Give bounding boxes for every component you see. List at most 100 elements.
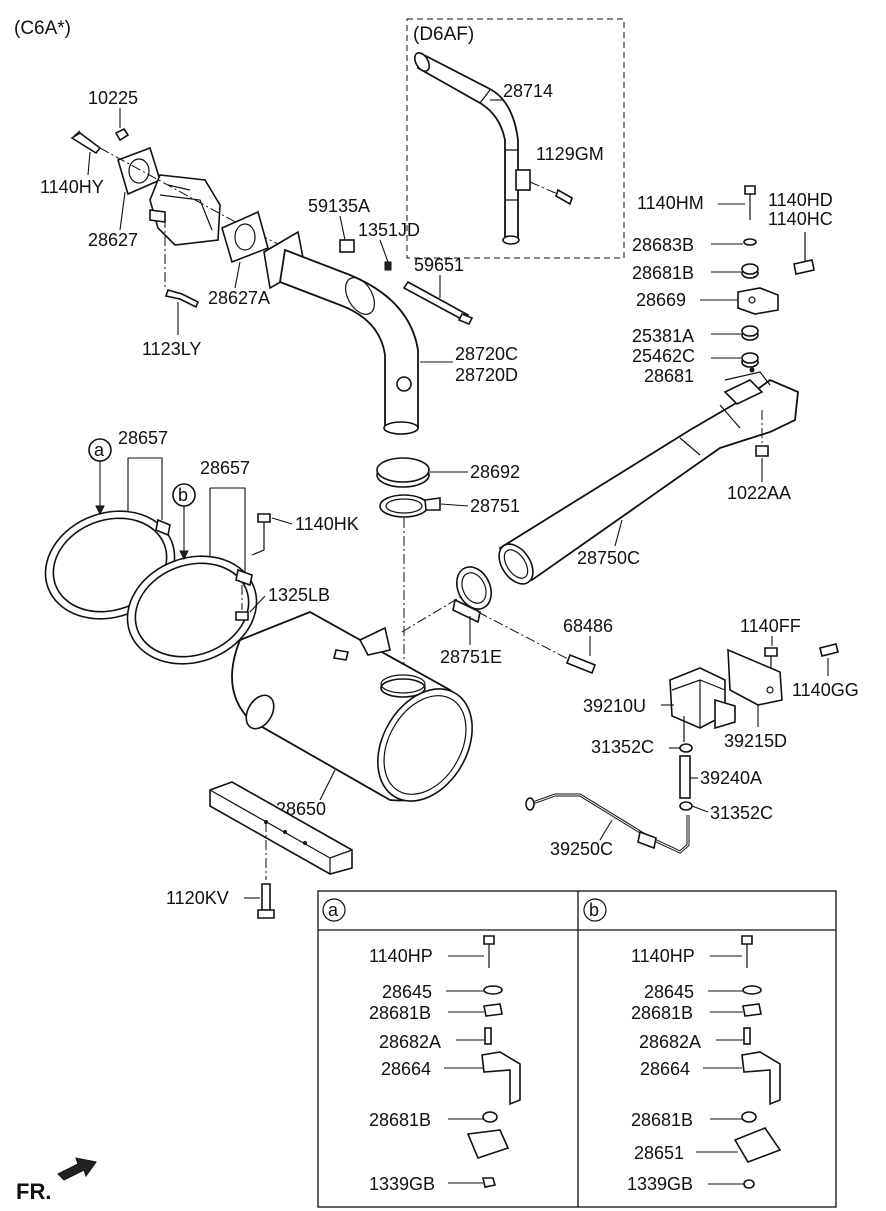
tail-pipe-28750C-drawing	[498, 367, 799, 585]
label-68486: 68486	[563, 616, 613, 636]
gasket-28627A-drawing	[221, 210, 269, 264]
label-25462C: 25462C	[632, 346, 695, 366]
detail-b-label-6: 28681B	[631, 1110, 693, 1130]
detail-b-label-1: 1140HP	[631, 946, 695, 966]
leader-28627	[119, 191, 126, 231]
leader-28657-b	[209, 487, 246, 575]
label-28751: 28751	[470, 496, 520, 516]
label-1123LY: 1123LY	[142, 339, 201, 359]
tube-39250C-drawing	[525, 793, 690, 854]
muffler-28650-drawing	[231, 611, 473, 802]
label-31352C-lower: 31352C	[710, 803, 773, 823]
bolt-1129GM-drawing	[529, 181, 573, 206]
callout-a: a	[88, 438, 112, 516]
label-1129GM: 1129GM	[536, 144, 604, 164]
detail-b-header: b	[589, 900, 599, 920]
label-28751E: 28751E	[440, 647, 502, 667]
bushing-28681B-drawing	[741, 263, 759, 279]
washer-28683B-drawing	[743, 238, 757, 246]
leader-28751	[440, 503, 469, 507]
centerline-tail-clamp	[401, 595, 463, 633]
label-1325LB: 1325LB	[268, 585, 330, 605]
bracket-28669-drawing	[737, 287, 779, 315]
label-28720D: 28720D	[455, 365, 518, 385]
detail-a-label-3: 28681B	[369, 1003, 431, 1023]
label-1120KV: 1120KV	[166, 888, 229, 908]
label-39240A: 39240A	[700, 768, 762, 788]
label-28714: 28714	[503, 81, 553, 101]
label-1140GG: 1140GG	[792, 680, 859, 700]
strap-b-drawing	[126, 555, 258, 665]
label-1140FF: 1140FF	[740, 616, 801, 636]
label-1022AA: 1022AA	[727, 483, 791, 503]
leader-1140HY	[87, 151, 91, 176]
nut-1022AA-drawing	[755, 410, 769, 457]
label-39215D: 39215D	[724, 731, 787, 751]
leader-28650	[319, 769, 336, 801]
gasket-28692-drawing	[376, 457, 430, 488]
label-28657-b: 28657	[200, 458, 250, 478]
detail-b-label-4: 28682A	[639, 1032, 701, 1052]
clamp-28751E-drawing	[452, 566, 493, 624]
gasket-28627-drawing	[117, 146, 161, 196]
bolt-59651-drawing	[402, 280, 474, 326]
detail-a-label-2: 28645	[382, 982, 432, 1002]
variant-label-c6a: (C6A*)	[14, 18, 71, 39]
leader-1325LB	[249, 595, 266, 613]
bushing-25462C-drawing	[741, 352, 759, 368]
bolt-1140HY-drawing	[70, 130, 102, 155]
label-1140HY: 1140HY	[40, 177, 104, 197]
leader-1140HK	[271, 517, 293, 525]
detail-b-label-8: 1339GB	[627, 1174, 693, 1194]
leader-28627A	[234, 261, 241, 289]
label-1140HD: 1140HD	[768, 190, 833, 210]
label-28627A: 28627A	[208, 288, 270, 308]
detail-b-label-7: 28651	[634, 1143, 684, 1163]
bolt-1140HM-drawing	[744, 185, 756, 220]
detail-b-label-2: 28645	[644, 982, 694, 1002]
label-28750C: 28750C	[577, 548, 640, 568]
hose-39240A-drawing	[679, 755, 691, 799]
front-direction-label: FR.	[16, 1179, 51, 1204]
label-31352C-upper: 31352C	[591, 737, 654, 757]
label-28720C: 28720C	[455, 344, 518, 364]
bolt-1123LY-drawing	[164, 218, 200, 309]
callout-a-letter: a	[94, 440, 105, 460]
detail-b-label-5: 28664	[640, 1059, 690, 1079]
label-28627: 28627	[88, 230, 138, 250]
label-25381A: 25381A	[632, 326, 694, 346]
clamp-28751-drawing	[379, 494, 441, 518]
detail-a-label-7: 1339GB	[369, 1174, 435, 1194]
bracket-39215D-drawing	[727, 648, 783, 706]
front-pipe-28720-drawing	[263, 230, 419, 435]
leader-39250C	[599, 819, 613, 841]
hose-clamp-31352C-lower-drawing	[679, 801, 693, 811]
label-28681B-right: 28681B	[632, 263, 694, 283]
bolt-1140HK-drawing	[251, 513, 271, 556]
flange-body-drawing	[149, 174, 221, 246]
hose-clamp-31352C-upper-drawing	[679, 743, 693, 753]
detail-a-label-6: 28681B	[369, 1110, 431, 1130]
leader-59135A	[339, 215, 346, 241]
actuator-39210U-drawing	[669, 667, 736, 742]
leader-28750C	[614, 519, 623, 547]
label-1140HK: 1140HK	[295, 514, 359, 534]
label-39250C: 39250C	[550, 839, 613, 859]
detail-b-label-3: 28681B	[631, 1003, 693, 1023]
d6af-variant-box	[406, 18, 625, 259]
detail-a-label-5: 28664	[381, 1059, 431, 1079]
label-1140HC: 1140HC	[768, 209, 833, 229]
bolt-10225-drawing	[114, 127, 130, 142]
leader-1351JD	[379, 239, 389, 263]
callout-b-letter: b	[178, 485, 188, 505]
label-59651: 59651	[414, 255, 464, 275]
detail-a-parts	[466, 935, 521, 1188]
label-28692: 28692	[470, 462, 520, 482]
pipe-28714-drawing	[413, 52, 531, 245]
bolt-1140FF-drawing	[764, 647, 778, 668]
label-28657-a: 28657	[118, 428, 168, 448]
bolt-68486-drawing	[477, 611, 597, 675]
leader-28657-a	[127, 457, 163, 520]
callout-b: b	[172, 483, 196, 561]
